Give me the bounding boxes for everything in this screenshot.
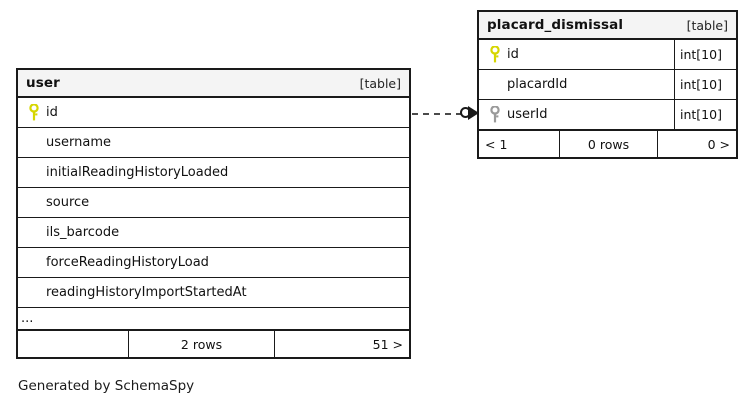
footer-right-user[interactable]: 51 > bbox=[372, 336, 403, 352]
relationship-line-user-to-placard-dismissal bbox=[412, 113, 462, 115]
entity-header-placard-dismissal: placard_dismissal [table] bbox=[479, 12, 736, 40]
table-row[interactable]: readingHistoryImportStartedAt bbox=[18, 278, 409, 308]
column-datatype: int[10] bbox=[674, 100, 736, 129]
column-datatype: int[10] bbox=[674, 40, 736, 69]
column-cell-name: userId bbox=[479, 106, 674, 124]
table-row[interactable]: source bbox=[18, 188, 409, 218]
column-label: ils_barcode bbox=[46, 225, 120, 240]
generated-by-caption: Generated by SchemaSpy bbox=[18, 378, 195, 394]
column-cell-name: source bbox=[18, 194, 409, 212]
column-datatype: int[10] bbox=[674, 70, 736, 99]
key-icon-primary bbox=[24, 104, 44, 122]
table-row[interactable]: userId int[10] bbox=[479, 100, 736, 130]
entity-header-user: user [table] bbox=[18, 70, 409, 98]
entity-kind-label-placard-dismissal: [table] bbox=[686, 17, 728, 33]
column-label: initialReadingHistoryLoaded bbox=[46, 165, 229, 180]
column-cell-name: initialReadingHistoryLoaded bbox=[18, 164, 409, 182]
entity-footer-user: 2 rows 51 > bbox=[18, 330, 409, 357]
table-row[interactable]: ils_barcode bbox=[18, 218, 409, 248]
entity-title-user[interactable]: user bbox=[26, 75, 60, 91]
key-icon-none bbox=[24, 254, 44, 272]
table-row[interactable]: forceReadingHistoryLoad bbox=[18, 248, 409, 278]
column-label: placardId bbox=[507, 77, 568, 92]
column-label: forceReadingHistoryLoad bbox=[46, 255, 209, 270]
column-cell-name: ils_barcode bbox=[18, 224, 409, 242]
more-columns-ellipsis: ... bbox=[18, 308, 409, 330]
entity-table-user[interactable]: user [table] id username bbox=[16, 68, 411, 359]
table-row[interactable]: id int[10] bbox=[479, 40, 736, 70]
footer-next-link-placard-dismissal[interactable]: 0 > bbox=[707, 136, 730, 152]
column-cell-name: username bbox=[18, 134, 409, 152]
column-label: id bbox=[46, 105, 58, 120]
table-row[interactable]: id bbox=[18, 98, 409, 128]
key-icon-none bbox=[24, 284, 44, 302]
column-cell-name: placardId bbox=[479, 76, 674, 94]
key-icon-foreign bbox=[485, 106, 505, 124]
table-row[interactable]: placardId int[10] bbox=[479, 70, 736, 100]
key-icon-none bbox=[24, 224, 44, 242]
footer-rowcount-placard-dismissal: 0 rows bbox=[559, 131, 658, 157]
footer-prev-link-placard-dismissal[interactable]: < 1 bbox=[485, 136, 508, 152]
key-icon-none bbox=[24, 164, 44, 182]
column-cell-name: forceReadingHistoryLoad bbox=[18, 254, 409, 272]
entity-kind-label-user: [table] bbox=[359, 75, 401, 91]
column-label: readingHistoryImportStartedAt bbox=[46, 285, 247, 300]
table-row[interactable]: initialReadingHistoryLoaded bbox=[18, 158, 409, 188]
key-icon-none bbox=[485, 76, 505, 94]
table-row[interactable]: username bbox=[18, 128, 409, 158]
key-icon-primary bbox=[485, 46, 505, 64]
key-icon-none bbox=[24, 194, 44, 212]
entity-title-placard-dismissal[interactable]: placard_dismissal bbox=[487, 17, 624, 33]
entity-table-placard-dismissal[interactable]: placard_dismissal [table] id int[10] pla… bbox=[477, 10, 738, 159]
column-cell-name: id bbox=[18, 104, 409, 122]
column-label: source bbox=[46, 195, 90, 210]
footer-rowcount-user: 2 rows bbox=[128, 331, 275, 357]
column-label: id bbox=[507, 47, 519, 62]
column-label: username bbox=[46, 135, 111, 150]
column-cell-name: readingHistoryImportStartedAt bbox=[18, 284, 409, 302]
relationship-arrowhead-icon bbox=[468, 106, 479, 120]
column-cell-name: id bbox=[479, 46, 674, 64]
footer-left-user[interactable] bbox=[18, 331, 128, 357]
entity-footer-placard-dismissal: < 1 0 rows 0 > bbox=[479, 130, 736, 157]
column-label: userId bbox=[507, 107, 548, 122]
key-icon-none bbox=[24, 134, 44, 152]
